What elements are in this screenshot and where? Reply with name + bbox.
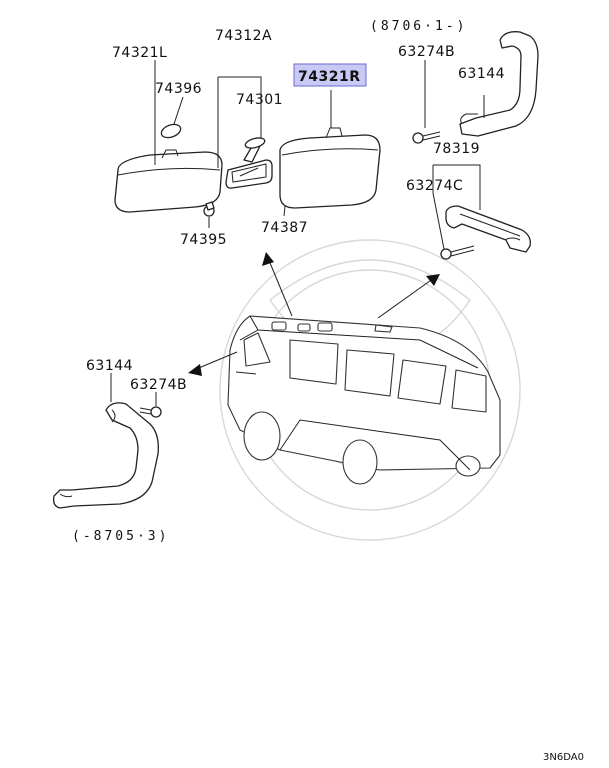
- bolt-63274C: [440, 245, 475, 260]
- label-74321L: 74321L: [112, 45, 167, 61]
- pad-74396: [160, 123, 182, 139]
- arrow-to-right-grips: [377, 274, 440, 319]
- bolt-63274B-top: [412, 131, 441, 144]
- label-63144-left: 63144: [86, 358, 133, 374]
- label-63274C: 63274C: [406, 178, 463, 194]
- sun-visor-right: [279, 127, 381, 209]
- van-illustration: [227, 315, 501, 485]
- leader-74387: [283, 205, 286, 217]
- label-74387: 74387: [261, 220, 308, 236]
- label-74396: 74396: [155, 81, 202, 97]
- screw-74395: [203, 201, 215, 217]
- bolt-63274B-left: [139, 406, 162, 418]
- label-63144-top: 63144: [458, 66, 505, 82]
- assist-grip-left: [52, 402, 159, 509]
- leader-74312A: [217, 76, 262, 168]
- label-74312A: 74312A: [215, 28, 272, 44]
- arrow-to-visors: [262, 252, 293, 317]
- sun-visor-left: [114, 149, 223, 213]
- assist-grip-top: [459, 31, 539, 137]
- roof-handle-78319: [445, 205, 531, 253]
- label-63274B-left: 63274B: [130, 377, 187, 393]
- label-63274B-top: 63274B: [398, 44, 455, 60]
- rearview-mirror: [225, 142, 273, 189]
- highlight-74321R: [293, 63, 367, 87]
- label-78319: 78319: [433, 141, 480, 157]
- mirror-mount-74301: [244, 137, 266, 149]
- leader-78319: [432, 164, 481, 210]
- date-range-top-right: (8706·1-): [370, 19, 467, 34]
- leader-63274C: [432, 192, 445, 250]
- arrow-to-left-grip: [188, 351, 238, 376]
- label-74395: 74395: [180, 232, 227, 248]
- label-74321R: 74321R: [298, 69, 361, 85]
- leader-74396: [173, 96, 184, 125]
- date-range-bottom-left: (-8705·3): [72, 529, 169, 544]
- label-74301: 74301: [236, 92, 283, 108]
- diagram-code: 3N6DA0: [543, 752, 584, 763]
